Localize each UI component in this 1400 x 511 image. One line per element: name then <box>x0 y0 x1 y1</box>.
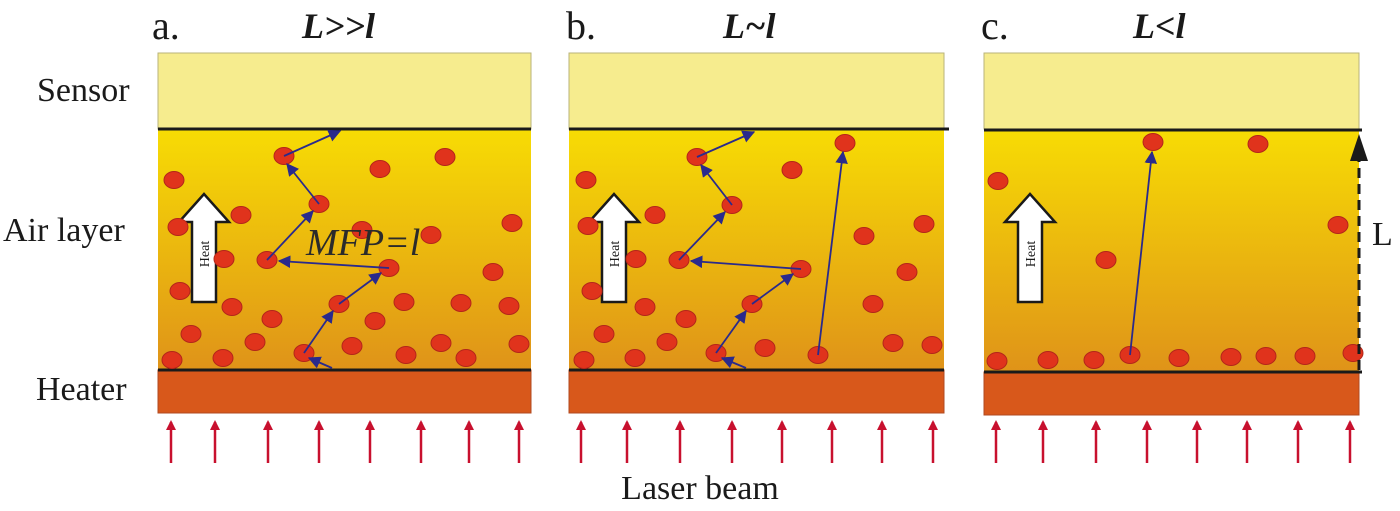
molecule <box>161 351 183 369</box>
molecule <box>593 325 615 343</box>
molecule <box>482 263 504 281</box>
molecule <box>230 206 252 224</box>
molecule <box>634 298 656 316</box>
panel-b-regime: L~l <box>723 6 776 46</box>
molecule <box>1083 351 1105 369</box>
molecule <box>1247 135 1269 153</box>
panel-a: Heat <box>157 52 532 414</box>
molecules <box>573 134 943 369</box>
panel-c-letter: c. <box>981 3 1009 48</box>
molecule <box>1142 133 1164 151</box>
molecule <box>1327 216 1349 234</box>
laser-arrows <box>166 420 1355 463</box>
molecule <box>882 334 904 352</box>
molecule <box>987 172 1009 190</box>
molecule <box>213 250 235 268</box>
molecule <box>853 227 875 245</box>
molecule <box>163 171 185 189</box>
heat-arrow <box>1002 192 1058 304</box>
molecule <box>656 333 678 351</box>
panel-b-letter: b. <box>566 3 596 48</box>
sensor-block <box>157 52 532 130</box>
sensor-label: Sensor <box>37 72 130 109</box>
air-layer <box>984 129 1359 372</box>
heater-block <box>157 369 532 414</box>
molecule <box>501 214 523 232</box>
sensor-block <box>568 52 945 130</box>
molecule <box>896 263 918 281</box>
molecule <box>625 250 647 268</box>
molecule <box>180 325 202 343</box>
molecule <box>221 298 243 316</box>
molecule <box>393 293 415 311</box>
molecule <box>508 335 530 353</box>
mfp-label: MFP=l <box>306 222 421 264</box>
molecule <box>575 171 597 189</box>
molecule <box>781 161 803 179</box>
molecule <box>351 221 373 239</box>
length-dimension-arrow <box>1350 134 1368 370</box>
length-label: L <box>1372 216 1393 253</box>
molecule <box>369 160 391 178</box>
molecule <box>1255 347 1277 365</box>
sensor-block <box>983 52 1360 130</box>
molecule <box>341 337 363 355</box>
heater-block <box>568 369 945 414</box>
molecule <box>167 218 189 236</box>
heater-label: Heater <box>36 371 127 408</box>
molecule <box>581 282 603 300</box>
molecule <box>395 346 417 364</box>
heat-arrow <box>586 192 642 304</box>
molecule <box>455 349 477 367</box>
molecule <box>1168 349 1190 367</box>
molecule <box>498 297 520 315</box>
molecule <box>1294 347 1316 365</box>
molecule <box>434 148 456 166</box>
molecule <box>834 134 856 152</box>
air-layer-label: Air layer <box>3 212 125 249</box>
molecule-trajectory <box>678 130 848 369</box>
heat-arrow <box>176 192 232 304</box>
molecule <box>430 334 452 352</box>
molecule <box>913 215 935 233</box>
molecule <box>450 294 472 312</box>
panel-a-regime: L>>l <box>302 6 376 46</box>
molecule <box>577 217 599 235</box>
molecule <box>986 352 1008 370</box>
molecule <box>244 333 266 351</box>
molecule <box>921 336 943 354</box>
molecule <box>862 295 884 313</box>
heater-block <box>983 371 1360 416</box>
molecule-trajectory <box>1129 150 1158 356</box>
panel-c-regime: L<l <box>1133 6 1186 46</box>
heat-arrow-label: Heat <box>1024 241 1039 268</box>
panel-a-letter: a. <box>152 3 180 48</box>
molecule <box>754 339 776 357</box>
molecule <box>573 351 595 369</box>
heat-arrow-label: Heat <box>198 241 213 268</box>
molecule <box>1095 251 1117 269</box>
molecules <box>161 147 530 369</box>
panel-c: Heat <box>983 52 1368 416</box>
molecule <box>364 312 386 330</box>
molecule <box>644 206 666 224</box>
laser-beam-label: Laser beam <box>621 470 779 507</box>
molecule-trajectory <box>266 129 390 369</box>
molecules <box>986 133 1364 370</box>
molecule <box>1037 351 1059 369</box>
molecule <box>261 310 283 328</box>
molecule <box>169 282 191 300</box>
molecule <box>212 349 234 367</box>
molecule <box>420 226 442 244</box>
molecule <box>624 349 646 367</box>
molecule <box>1220 348 1242 366</box>
air-layer <box>158 129 531 370</box>
heat-arrow-label: Heat <box>608 241 623 268</box>
air-layer <box>569 129 944 370</box>
molecule <box>675 310 697 328</box>
panel-b: Heat <box>568 52 949 414</box>
